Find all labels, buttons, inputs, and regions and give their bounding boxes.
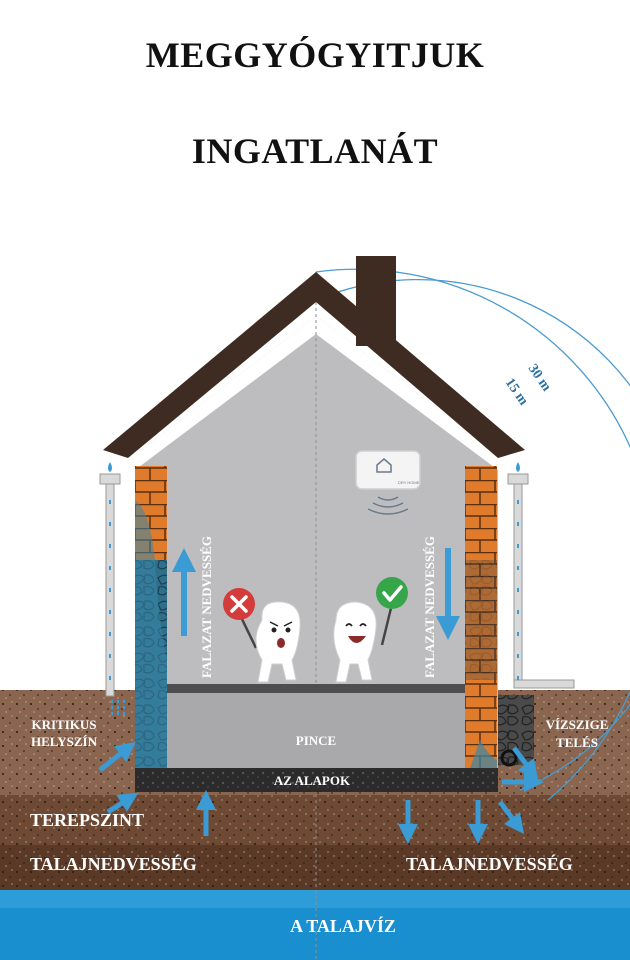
left-downpipe xyxy=(99,462,121,697)
foundation-gravel xyxy=(135,768,498,792)
waterproofing-label-1: VÍZSZIGE xyxy=(546,717,609,732)
drain-pipe xyxy=(500,749,518,767)
waterproofing-label-2: TELÉS xyxy=(556,735,598,750)
page-title-line-1: MEGGYÓGYITJUK xyxy=(145,35,485,75)
foundation-label: AZ ALAPOK xyxy=(274,773,351,788)
house-icon xyxy=(376,458,392,473)
range-arc-inner xyxy=(315,278,630,791)
basement-label: PINCE xyxy=(296,733,336,748)
capillary-dashes xyxy=(111,700,125,718)
range-outer-label: 30 m xyxy=(525,362,554,395)
ground-floor-slab xyxy=(167,684,465,693)
terrain-arrow-left-1 xyxy=(106,792,139,815)
range-inner-label: 15 m xyxy=(502,376,531,409)
roof xyxy=(103,272,525,458)
happy-character xyxy=(333,577,408,683)
critical-location-label-2: HELYSZÍN xyxy=(31,734,98,749)
wall-moisture-label-right: FALAZAT NEDVESSÉG xyxy=(422,536,437,678)
groundwater-label: A TALAJVÍZ xyxy=(290,915,396,936)
right-downpipe xyxy=(507,462,575,689)
page-title-line-2: INGATLANÁT xyxy=(191,131,439,171)
terrain-arrow-right-3 xyxy=(498,800,524,834)
ground-level-label: TEREPSZINT xyxy=(30,810,144,830)
critical-arrow xyxy=(98,741,136,772)
soil-moisture-label-left: TALAJNEDVESSÉG xyxy=(30,853,197,874)
moisture-device: DRY HOME xyxy=(355,450,421,515)
unhappy-character xyxy=(223,588,301,683)
drain-arrow-1 xyxy=(512,746,538,780)
critical-location-label-1: KRITIKUS xyxy=(31,717,96,732)
wall-moisture-label-left: FALAZAT NEDVESSÉG xyxy=(199,536,214,678)
basement-room xyxy=(167,693,465,768)
device-label: DRY HOME xyxy=(398,480,420,485)
cross-icon xyxy=(230,595,248,613)
soil-moisture-label-right: TALAJNEDVESSÉG xyxy=(406,853,573,874)
wifi-signal-icon xyxy=(367,496,409,515)
check-icon xyxy=(382,585,403,602)
